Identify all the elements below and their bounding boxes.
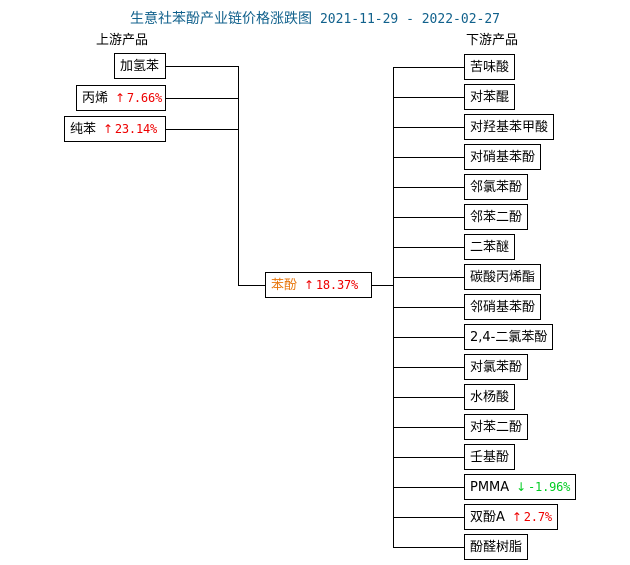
product-name: 加氢苯 — [120, 58, 160, 74]
connector-line-horizontal — [393, 307, 464, 308]
connector-line-horizontal — [372, 285, 393, 286]
product-name: 2,4-二氯苯酚 — [470, 329, 548, 345]
product-name: 对氯苯酚 — [470, 359, 523, 375]
arrow-up-icon: ↑ — [115, 91, 125, 105]
price-change-value: ↑18.37% — [304, 278, 359, 292]
upstream-node[interactable]: 纯苯 ↑23.14% — [64, 116, 166, 142]
connector-line-horizontal — [393, 157, 464, 158]
product-name: 壬基酚 — [470, 449, 510, 465]
product-name: 纯苯 — [70, 121, 97, 137]
upstream-node[interactable]: 丙烯 ↑7.66% — [76, 85, 166, 111]
upstream-node[interactable]: 加氢苯 — [114, 53, 166, 79]
price-change-value: ↑7.66% — [115, 91, 162, 105]
product-name: 邻氯苯酚 — [470, 179, 523, 195]
downstream-node[interactable]: 对苯二酚 — [464, 414, 529, 440]
product-name: 苯酚 — [271, 277, 298, 293]
center-node-phenol[interactable]: 苯酚 ↑18.37% — [265, 272, 372, 298]
price-change-value: ↑23.14% — [103, 122, 158, 136]
product-name: 水杨酸 — [470, 389, 510, 405]
downstream-node[interactable]: 酚醛树脂 — [464, 534, 529, 560]
product-name: 碳酸丙烯酯 — [470, 269, 536, 285]
downstream-node[interactable]: 邻硝基苯酚 — [464, 294, 542, 320]
connector-line-horizontal — [166, 129, 238, 130]
connector-line-vertical — [393, 67, 394, 547]
title-text: 生意社苯酚产业链价格涨跌图 — [129, 11, 312, 27]
product-name: 对硝基苯酚 — [470, 149, 536, 165]
downstream-node[interactable]: 对氯苯酚 — [464, 354, 529, 380]
connector-line-horizontal — [393, 337, 464, 338]
connector-line-horizontal — [393, 457, 464, 458]
downstream-node[interactable]: 对羟基苯甲酸 — [464, 114, 555, 140]
product-name: 丙烯 — [82, 90, 109, 106]
title-date-range: 2021-11-29 - 2022-02-27 — [319, 12, 500, 27]
connector-line-horizontal — [393, 67, 464, 68]
product-name: 苦味酸 — [470, 59, 510, 75]
downstream-node[interactable]: 邻氯苯酚 — [464, 174, 529, 200]
page-title: 生意社苯酚产业链价格涨跌图 2021-11-29 - 2022-02-27 — [0, 8, 630, 28]
downstream-node[interactable]: 碳酸丙烯酯 — [464, 264, 542, 290]
downstream-node[interactable]: 对苯醌 — [464, 84, 516, 110]
arrow-up-icon: ↑ — [511, 510, 522, 524]
connector-line-horizontal — [393, 217, 464, 218]
product-name: 邻硝基苯酚 — [470, 299, 536, 315]
connector-line-horizontal — [393, 367, 464, 368]
downstream-node[interactable]: 苦味酸 — [464, 54, 516, 80]
product-name: 酚醛树脂 — [470, 539, 523, 555]
downstream-column-header: 下游产品 — [466, 33, 519, 48]
connector-line-horizontal — [393, 427, 464, 428]
upstream-column-header: 上游产品 — [96, 33, 149, 48]
connector-line-horizontal — [393, 97, 464, 98]
downstream-node[interactable]: 双酚A ↑2.7% — [464, 504, 558, 530]
price-change-value: ↑2.7% — [511, 510, 552, 524]
connector-line-horizontal — [393, 187, 464, 188]
downstream-node[interactable]: 对硝基苯酚 — [464, 144, 542, 170]
product-name: 二苯醚 — [470, 239, 510, 255]
arrow-down-icon: ↓ — [516, 480, 527, 494]
product-name: PMMA — [470, 479, 510, 495]
downstream-node[interactable]: PMMA ↓-1.96% — [464, 474, 577, 500]
product-name: 双酚A — [470, 509, 505, 525]
connector-line-horizontal — [393, 127, 464, 128]
product-name: 邻苯二酚 — [470, 209, 523, 225]
connector-line-horizontal — [393, 487, 464, 488]
connector-line-horizontal — [166, 66, 238, 67]
connector-line-horizontal — [166, 98, 238, 99]
downstream-node[interactable]: 邻苯二酚 — [464, 204, 529, 230]
downstream-node[interactable]: 壬基酚 — [464, 444, 516, 470]
product-name: 对羟基苯甲酸 — [470, 119, 549, 135]
connector-line-horizontal — [393, 277, 464, 278]
connector-line-horizontal — [393, 547, 464, 548]
price-change-value: ↓-1.96% — [516, 480, 571, 494]
connector-line-vertical — [238, 66, 239, 285]
connector-line-horizontal — [393, 517, 464, 518]
connector-line-horizontal — [393, 247, 464, 248]
connector-line-horizontal — [393, 397, 464, 398]
downstream-node[interactable]: 二苯醚 — [464, 234, 516, 260]
product-name: 对苯醌 — [470, 89, 510, 105]
downstream-node[interactable]: 2,4-二氯苯酚 — [464, 324, 554, 350]
arrow-up-icon: ↑ — [103, 122, 113, 136]
connector-line-horizontal — [238, 285, 265, 286]
arrow-up-icon: ↑ — [304, 278, 314, 292]
downstream-node[interactable]: 水杨酸 — [464, 384, 516, 410]
product-name: 对苯二酚 — [470, 419, 523, 435]
